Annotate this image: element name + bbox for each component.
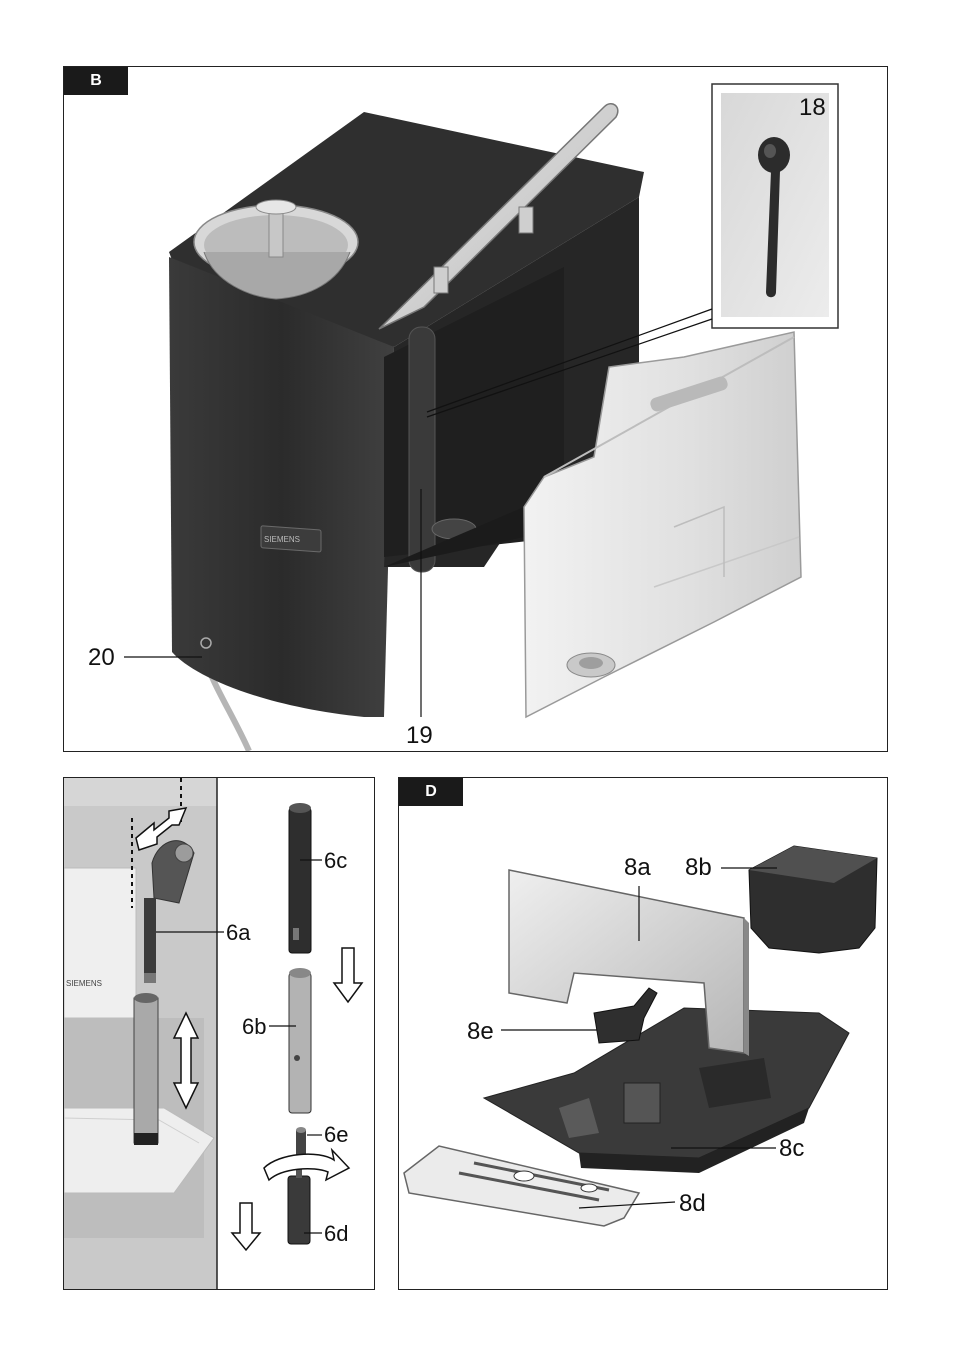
part-6b xyxy=(288,972,312,1114)
panel-c: C SIEMENS xyxy=(63,777,375,1290)
power-switch-icon xyxy=(200,637,212,649)
panel-tag-d: D xyxy=(399,778,463,806)
spoon-handle xyxy=(766,171,780,298)
callout-19: 19 xyxy=(406,722,433,749)
panel-b-illustration: SIEMENS 18 19 20 xyxy=(88,83,839,751)
long-tube xyxy=(133,997,159,1144)
panel-d-illustration: 8a 8b 8e 8c 8d xyxy=(403,845,878,1227)
callout-6a: 6a xyxy=(226,920,251,945)
rotate-arrow-icon xyxy=(263,1147,351,1182)
callout-6b: 6b xyxy=(242,1014,266,1039)
part-6d xyxy=(287,1175,311,1245)
brand-text: SIEMENS xyxy=(264,535,300,544)
down-arrow-icon xyxy=(332,947,364,1004)
callout-8d: 8d xyxy=(679,1190,706,1217)
part-6e xyxy=(296,1130,306,1160)
callout-8b: 8b xyxy=(685,854,712,881)
callout-6e: 6e xyxy=(324,1122,348,1147)
panel-tag-b: B xyxy=(64,67,128,95)
panel-c-illustration: SIEMENS xyxy=(64,778,364,1289)
callout-6d: 6d xyxy=(324,1221,348,1246)
brand-badge xyxy=(260,525,322,553)
panel-d: D 8a xyxy=(398,777,888,1290)
down-arrow-icon-2 xyxy=(230,1202,262,1252)
callout-18: 18 xyxy=(799,94,826,121)
insert-8e xyxy=(593,987,658,1044)
callout-8a: 8a xyxy=(624,854,651,881)
scoop-holder xyxy=(408,326,436,573)
panel-b: B xyxy=(63,66,888,752)
water-tank xyxy=(523,331,802,719)
machine-body xyxy=(169,257,394,717)
part-6c xyxy=(288,807,312,954)
callout-20: 20 xyxy=(88,644,115,671)
callout-6c: 6c xyxy=(324,848,347,873)
brand-text-c: SIEMENS xyxy=(66,979,102,988)
double-arrow-diagonal-icon xyxy=(135,807,188,851)
callout-8e: 8e xyxy=(467,1018,494,1045)
callout-8c: 8c xyxy=(779,1135,804,1162)
double-arrow-vertical-icon xyxy=(172,1011,200,1110)
milk-tube-6a xyxy=(144,898,156,973)
